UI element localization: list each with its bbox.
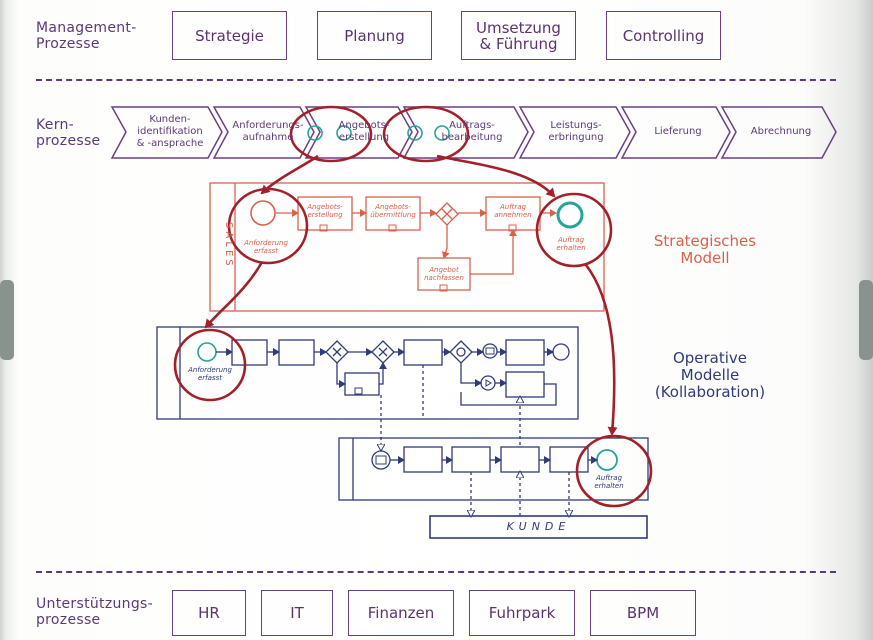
management-label: Management- Prozesse [36, 20, 137, 52]
core-step-1: Kunden- identifikation & -ansprache [136, 114, 204, 149]
core-label: Kern- prozesse [36, 117, 101, 149]
strategic-task-angebotserstellung: Angebots- erstellung [307, 203, 343, 219]
strategic-start-event-label: Anforderung erfasst [244, 239, 288, 255]
support-label: Unterstützungs- prozesse [36, 596, 153, 628]
board-frame-clip-right [859, 280, 873, 360]
highlight-annotations [173, 105, 653, 508]
management-box-controlling: Controlling [606, 11, 721, 60]
core-step-2: Anforderungs- aufnahme [232, 120, 304, 143]
core-step-4: Auftrags- bearbeitung [441, 120, 503, 143]
core-step-5: Leistungs- erbringung [548, 120, 604, 143]
divider-top [36, 79, 836, 81]
board-frame-clip-left [0, 280, 14, 360]
operative-start-event-label: Anforderung erfasst [188, 366, 232, 382]
divider-bottom [36, 571, 836, 573]
support-box-finanzen: Finanzen [348, 590, 454, 636]
operative-end-event-label: Auftrag erhalten [594, 474, 624, 490]
strategic-end-event-label: Auftrag erhalten [556, 236, 586, 252]
support-box-bpm: BPM [590, 590, 696, 636]
customer-pool-label: KUNDE [506, 520, 571, 533]
support-box-fuhrpark: Fuhrpark [469, 590, 575, 636]
operative-model-title: Operative Modelle (Kollaboration) [654, 349, 766, 401]
core-process-chevrons [110, 106, 837, 159]
sales-pool-label: SALES [223, 222, 234, 269]
strategic-model-title: Strategisches Modell [653, 232, 757, 267]
operative-lower-pool [338, 365, 649, 539]
management-box-strategie: Strategie [172, 11, 287, 60]
core-step-6: Lieferung [654, 126, 702, 137]
core-step-7: Abrechnung [750, 126, 812, 137]
strategic-task-auftrag-annehmen: Auftrag annehmen [494, 203, 532, 219]
management-box-planung: Planung [317, 11, 432, 60]
management-box-umsetzung: Umsetzung & Führung [461, 11, 576, 60]
support-box-it: IT [261, 590, 333, 636]
operative-model-diagram [156, 326, 579, 420]
strategic-task-angebot-nachfassen: Angebot nachfassen [424, 266, 464, 282]
strategic-task-angebotsuebermittlung: Angebots- übermittlung [370, 203, 416, 219]
core-event-markers [307, 125, 450, 141]
core-step-3: Angebots- erstellung [338, 120, 390, 143]
support-box-hr: HR [172, 590, 246, 636]
